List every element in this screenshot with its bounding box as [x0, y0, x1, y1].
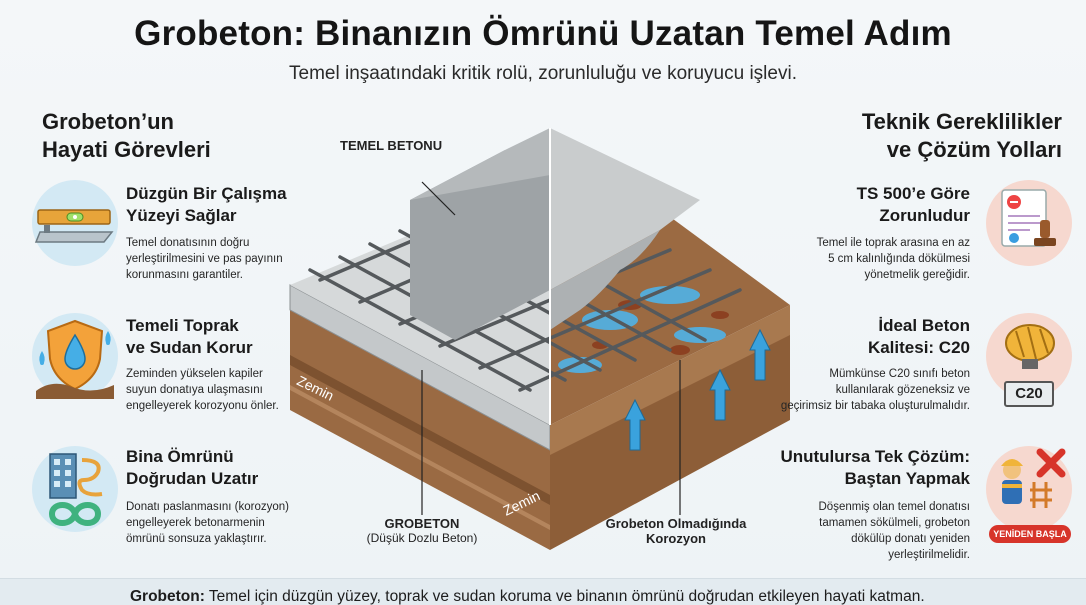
left-item-2-title: Temeli Toprak ve Sudan Korur	[126, 315, 253, 359]
left-item-2-title-line2: ve Sudan Korur	[126, 338, 253, 357]
left-item-1-desc-line3: korunmasını garantiler.	[126, 269, 243, 281]
left-item-3-desc-line1: Donatı paslanmasını (korozyon)	[126, 501, 289, 513]
building-infinity-icon	[32, 446, 118, 532]
page-title: Grobeton: Binanızın Ömrünü Uzatan Temel …	[134, 14, 952, 53]
right-item-2-desc-line2: kullanılarak gözeneksiz ve	[835, 384, 970, 396]
right-item-3-desc-line1: Döşenmiş olan temel donatısı	[818, 501, 971, 513]
label-korozyon-line2: Korozyon	[646, 531, 706, 546]
left-item-1-title-line1: Düzgün Bir Çalışma	[126, 184, 287, 203]
left-item-1-desc: Temel donatısının doğru yerleştirilmesin…	[126, 235, 283, 283]
left-heading: Grobeton’un Hayati Görevleri	[42, 108, 211, 164]
left-heading-line2: Hayati Görevleri	[42, 137, 211, 162]
label-korozyon: Grobeton Olmadığında Korozyon	[596, 516, 756, 546]
footer-bold: Grobeton:	[130, 588, 205, 605]
right-item-2-desc: Mümkünse C20 sınıfı beton kullanılarak g…	[781, 366, 970, 414]
right-heading-line1: Teknik Gereklilikler	[861, 109, 1062, 134]
right-item-3-title: Unutulursa Tek Çözüm: Baştan Yapmak	[780, 446, 970, 490]
footer-bar	[0, 578, 1086, 605]
left-item-3-desc: Donatı paslanmasını (korozyon) engelleye…	[126, 499, 289, 547]
left-item-3-desc-line3: ömrünü sonsuza yaklaştırır.	[126, 533, 267, 545]
right-item-3-desc-line2: tamamen sökülmeli, grobeton	[819, 517, 970, 529]
left-heading-line1: Grobeton’un	[42, 109, 174, 134]
right-item-1-desc: Temel ile toprak arasına en az 5 cm kalı…	[817, 235, 970, 283]
right-item-2-title: İdeal Beton Kalitesi: C20	[868, 315, 970, 359]
foundation-concrete-block	[410, 128, 700, 425]
left-item-3-desc-line2: engelleyerek betonarmenin	[126, 517, 265, 529]
right-item-1-title: TS 500’e Göre Zorunludur	[857, 183, 970, 227]
restart-badge: YENİDEN BAŞLA	[989, 525, 1071, 543]
label-temel-betonu: TEMEL BETONU	[340, 138, 443, 153]
page-subtitle: Temel inşaatındaki kritik rolü, zorunlul…	[289, 63, 797, 84]
right-item-1-desc-line2: 5 cm kalınlığında dökülmesi	[828, 253, 970, 265]
right-item-1-desc-line1: Temel ile toprak arasına en az	[816, 237, 970, 249]
right-item-2-desc-line3: geçirimsiz bir tabaka oluşturulmalıdır.	[780, 400, 970, 412]
right-item-3-title-line2: Baştan Yapmak	[844, 469, 970, 488]
left-item-2-desc-line3: engelleyerek korozyonu önler.	[126, 400, 279, 412]
document-stamp-icon	[986, 180, 1072, 266]
left-item-2-desc: Zeminden yükselen kapiler suyun donatıya…	[126, 366, 279, 414]
label-korozyon-line1: Grobeton Olmadığında	[605, 516, 747, 531]
right-item-1-title-line2: Zorunludur	[879, 206, 970, 225]
left-item-3-title-line1: Bina Ömrünü	[126, 447, 234, 466]
right-heading-line2: ve Çözüm Yolları	[886, 137, 1062, 162]
footer-text: Grobeton: Temel için düzgün yüzey, topra…	[130, 588, 925, 605]
left-item-2-desc-line2: suyun donatıya ulaşmasını	[126, 384, 263, 396]
shield-water-icon	[32, 313, 118, 399]
right-item-2-title-line1: İdeal Beton	[878, 316, 970, 335]
level-trowel-icon	[32, 180, 118, 266]
right-item-1-desc-line3: yönetmelik gereğidir.	[864, 269, 970, 281]
left-item-2-desc-line1: Zeminden yükselen kapiler	[126, 368, 263, 380]
left-item-1-title-line2: Yüzeyi Sağlar	[126, 206, 237, 225]
left-item-3-title-line2: Doğrudan Uzatır	[126, 469, 259, 488]
label-grobeton: GROBETON (Düşük Dozlu Beton)	[360, 516, 484, 545]
capillary-water-arrows	[624, 328, 771, 451]
right-heading: Teknik Gereklilikler ve Çözüm Yolları	[862, 108, 1062, 164]
right-item-1-title-line1: TS 500’e Göre	[856, 184, 970, 203]
footer-body: Temel için düzgün yüzey, toprak ve sudan…	[204, 588, 925, 605]
right-item-3-desc-line3: dökülüp donatı yeniden	[851, 533, 970, 545]
right-item-2-title-line2: Kalitesi: C20	[867, 338, 970, 357]
foundation-diagram	[289, 128, 790, 550]
left-item-1-title: Düzgün Bir Çalışma Yüzeyi Sağlar	[126, 183, 287, 227]
pointer-lines	[421, 181, 681, 515]
label-grobeton-sub: (Düşük Dozlu Beton)	[366, 531, 478, 545]
left-item-1-desc-line1: Temel donatısının doğru	[126, 237, 250, 249]
right-item-2-desc-line1: Mümkünse C20 sınıfı beton	[829, 368, 970, 380]
right-item-3-desc: Döşenmiş olan temel donatısı tamamen sök…	[819, 499, 971, 563]
left-item-3-title: Bina Ömrünü Doğrudan Uzatır	[126, 446, 258, 490]
worker-cross-icon	[986, 446, 1072, 532]
left-item-1-desc-line2: yerleştirilmesini ve pas payının	[126, 253, 283, 265]
right-item-3-title-line1: Unutulursa Tek Çözüm:	[780, 447, 970, 466]
soil-left-face	[290, 310, 550, 550]
left-item-2-title-line1: Temeli Toprak	[126, 316, 239, 335]
right-item-3-desc-line4: yerleştirilmelidir.	[888, 549, 970, 561]
c20-badge: C20	[1004, 381, 1054, 407]
label-grobeton-title: GROBETON	[384, 516, 460, 531]
